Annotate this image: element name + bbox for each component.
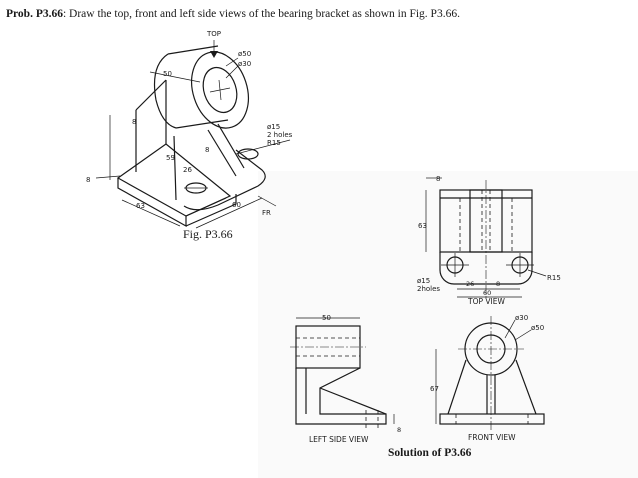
- top-dim-8b: 8: [496, 280, 500, 288]
- isometric-view: TOP ø50 ø30 50: [86, 30, 293, 229]
- top-r15-leader: [527, 269, 547, 277]
- problem-label: Prob. P3.66: [6, 8, 63, 20]
- side-dim-50: 50: [322, 314, 331, 322]
- front-base: [439, 413, 545, 425]
- front-view: ø30 ø50 67 FRONT VIEW: [430, 314, 545, 442]
- rib-right: [217, 123, 245, 169]
- dim-60: 60: [232, 201, 241, 209]
- solution-caption: Solution of P3.66: [388, 447, 472, 459]
- web-top: [135, 79, 167, 111]
- rib-front: [173, 135, 177, 201]
- front-d50-leader: [514, 329, 532, 341]
- label-front: FR: [262, 209, 271, 217]
- hole-leader: [235, 139, 291, 155]
- problem-statement: Prob. P3.66: Draw the top, front and lef…: [6, 8, 460, 20]
- dim-63: 63: [136, 202, 145, 210]
- side-dim-8: 8: [397, 426, 401, 434]
- top-dim-hole15: ø15: [417, 277, 430, 285]
- dim-w26: 26: [183, 166, 192, 174]
- top-view-base: [439, 252, 533, 285]
- dim-leader-d30: [225, 65, 239, 79]
- front-view-label: FRONT VIEW: [468, 433, 516, 442]
- top-dim-8: 8: [436, 175, 440, 183]
- front-dim-d30: ø30: [515, 314, 528, 322]
- dim-rib8-a: 8: [132, 118, 136, 126]
- dim-rib8-b: 8: [205, 146, 209, 154]
- dim-line-60: [195, 197, 263, 229]
- top-view-label: TOP VIEW: [467, 297, 505, 306]
- dim-line-50: [149, 71, 201, 83]
- dim-line-8: [95, 175, 121, 179]
- front-d30-leader: [504, 319, 516, 339]
- base-side-edge: [185, 194, 237, 227]
- side-view-label: LEFT SIDE VIEW: [309, 435, 369, 444]
- cylinder-sides: [167, 45, 229, 129]
- top-view: 8 63 ø15 2holes 26 8 60 R15 TOP VIEW: [417, 175, 561, 306]
- dim-len50: 50: [163, 70, 172, 78]
- top-dim-63: 63: [418, 222, 427, 230]
- figure-caption: Fig. P3.66: [183, 227, 233, 241]
- bolt-hole-right: [237, 148, 259, 160]
- front-dim-d50: ø50: [531, 324, 544, 332]
- dim-b8: 8: [86, 176, 90, 184]
- dim-leader-d50: [225, 57, 239, 67]
- front-web-sides: [447, 359, 537, 415]
- rib-right-inner: [207, 129, 237, 177]
- top-dim-r15: R15: [547, 274, 561, 282]
- bore-hole: [202, 66, 238, 114]
- side-rib-edge: [305, 368, 387, 415]
- top-dim-holes: 2holes: [417, 285, 440, 293]
- base-front-edge: [117, 178, 187, 228]
- dim-hole15: ø15: [267, 123, 280, 131]
- base-top-face: [116, 143, 232, 217]
- dim-h59: 59: [166, 154, 175, 162]
- bore-centre-v: [218, 79, 222, 101]
- front-arrow: [257, 195, 277, 207]
- dim-r15: R15: [267, 139, 281, 147]
- left-side-view: 50 8 LEFT SIDE VIEW: [290, 314, 401, 444]
- top-arrow-head: [210, 51, 218, 58]
- solution-sheet: [258, 171, 638, 478]
- base-front-line: [185, 197, 227, 217]
- problem-text: : Draw the top, front and left side view…: [62, 8, 460, 20]
- dim-d30: ø30: [238, 60, 251, 68]
- label-top: TOP: [206, 30, 221, 38]
- base-right-lug: [183, 149, 266, 211]
- dim-d50: ø50: [238, 50, 251, 58]
- dim-line-63: [121, 199, 181, 227]
- cylinder-front-face: [191, 51, 249, 129]
- cylinder-back-edge: [153, 53, 177, 129]
- dim-holes-count: 2 holes: [267, 131, 293, 139]
- top-dim-26: 26: [466, 280, 474, 288]
- front-dim-67: 67: [430, 385, 439, 393]
- top-dim-60: 60: [483, 289, 491, 297]
